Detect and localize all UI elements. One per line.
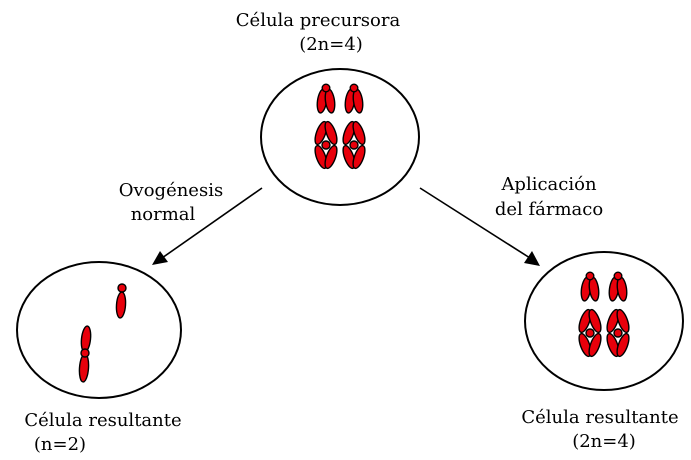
right-arrow-head [524,251,540,266]
chromatid-shape [352,120,366,146]
precursor-title: Célula precursora [236,10,401,31]
precursor-chromosomes [314,83,366,170]
centromere-shape [321,83,331,93]
chromatid-shape [588,332,602,358]
centromere-shape [613,328,623,338]
left-branch-line1: Ovogénesis [119,180,223,201]
centromere-shape [585,271,595,281]
left-result-title: Célula resultante [24,410,181,431]
chromatid-shape [324,144,338,170]
chromatid-shape [616,332,630,358]
left-result-cell [16,261,182,399]
left-arrow-line [161,187,263,259]
centromere-shape [349,140,359,150]
chromatid-shape [606,308,620,334]
right-result-ploidy: (2n=4) [572,431,636,452]
left-result-ploidy: (n=2) [34,434,86,455]
chromatid-shape [352,144,366,170]
chromatid-shape [342,120,356,146]
precursor-ploidy: (2n=4) [299,34,363,55]
precursor-cell [260,68,420,206]
centromere-shape [349,83,359,93]
chromatid-shape [314,144,328,170]
chromatid-shape [115,291,127,319]
left-arrow-head [152,251,168,265]
centromere-shape [613,271,623,281]
chromatid-shape [578,308,592,334]
chromatid-shape [314,120,328,146]
left-branch-line2: normal [131,204,196,225]
chromatid-shape [606,332,620,358]
chromatid-shape [616,308,630,334]
right-branch-line2: del fármaco [495,199,603,220]
centromere-shape [321,140,331,150]
chromatid-shape [342,144,356,170]
right-result-title: Célula resultante [521,407,678,428]
right-result-cell [524,251,684,391]
centromere-shape [117,283,127,293]
right-branch-line1: Aplicación [500,174,597,195]
centromere-shape [80,348,90,358]
right-result-chromosomes [578,271,630,358]
chromatid-shape [588,308,602,334]
left-result-chromosomes [78,283,127,383]
chromatid-shape [324,120,338,146]
chromatid-shape [578,332,592,358]
right-arrow-line [419,187,531,259]
centromere-shape [585,328,595,338]
